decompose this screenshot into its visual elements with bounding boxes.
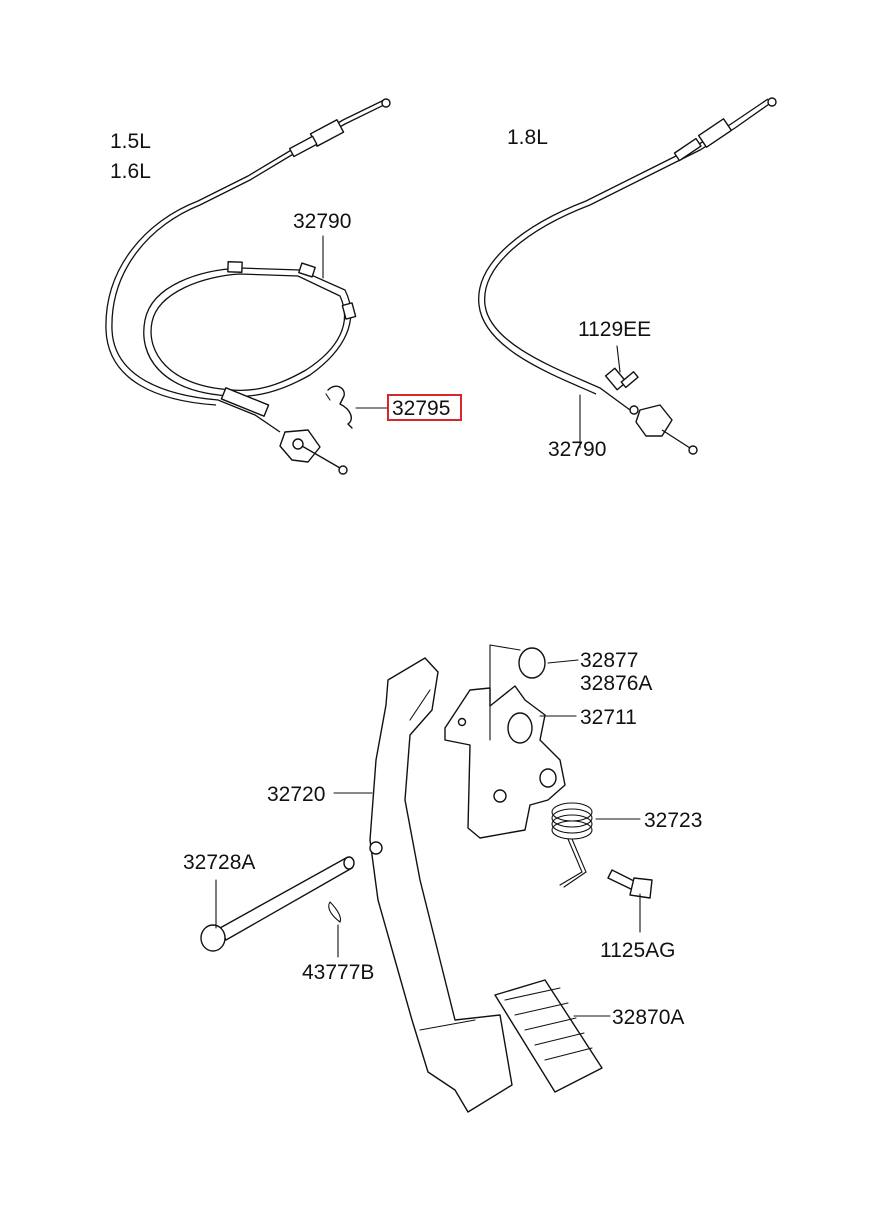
- part-label-43777b[interactable]: 43777B: [302, 961, 374, 984]
- highlight-box-32795: [387, 394, 462, 421]
- part-label-32795[interactable]: 32795: [392, 397, 450, 420]
- retaining-clip-32795[interactable]: [325, 385, 353, 429]
- return-spring-32723[interactable]: [551, 802, 593, 888]
- part-label-32876a[interactable]: 32876A: [580, 672, 652, 695]
- part-label-32790-left[interactable]: 32790: [293, 210, 351, 233]
- pedal-bracket-32711[interactable]: [444, 644, 566, 839]
- part-label-1125ag[interactable]: 1125AG: [600, 939, 676, 962]
- part-label-32711[interactable]: 32711: [580, 706, 637, 729]
- cable-assembly-right[interactable]: [478, 97, 777, 455]
- engine-label-1-8l: 1.8L: [507, 126, 548, 149]
- engine-label-1-6l: 1.6L: [110, 160, 151, 183]
- bolt-1129ee[interactable]: [604, 367, 639, 391]
- pedal-cap-32877[interactable]: [518, 647, 546, 679]
- part-label-32790-right[interactable]: 32790: [548, 438, 606, 461]
- pivot-pin-32728a[interactable]: [200, 856, 355, 952]
- part-label-32877[interactable]: 32877: [580, 649, 638, 672]
- part-label-1129ee[interactable]: 1129EE: [578, 318, 651, 341]
- part-label-32870a[interactable]: 32870A: [612, 1006, 684, 1029]
- pedal-arm-32720[interactable]: [369, 657, 513, 1113]
- engine-label-1-5l: 1.5L: [110, 130, 151, 153]
- part-label-32720[interactable]: 32720: [267, 783, 325, 806]
- cable-assembly-left[interactable]: [105, 98, 391, 475]
- part-label-32728a[interactable]: 32728A: [183, 851, 255, 874]
- leader-lines: [215, 235, 641, 1017]
- cotter-pin-43777b[interactable]: [328, 901, 342, 923]
- part-label-32723[interactable]: 32723: [644, 809, 702, 832]
- bolt-1125ag[interactable]: [607, 869, 653, 899]
- pedal-pad-32870a[interactable]: [494, 979, 603, 1093]
